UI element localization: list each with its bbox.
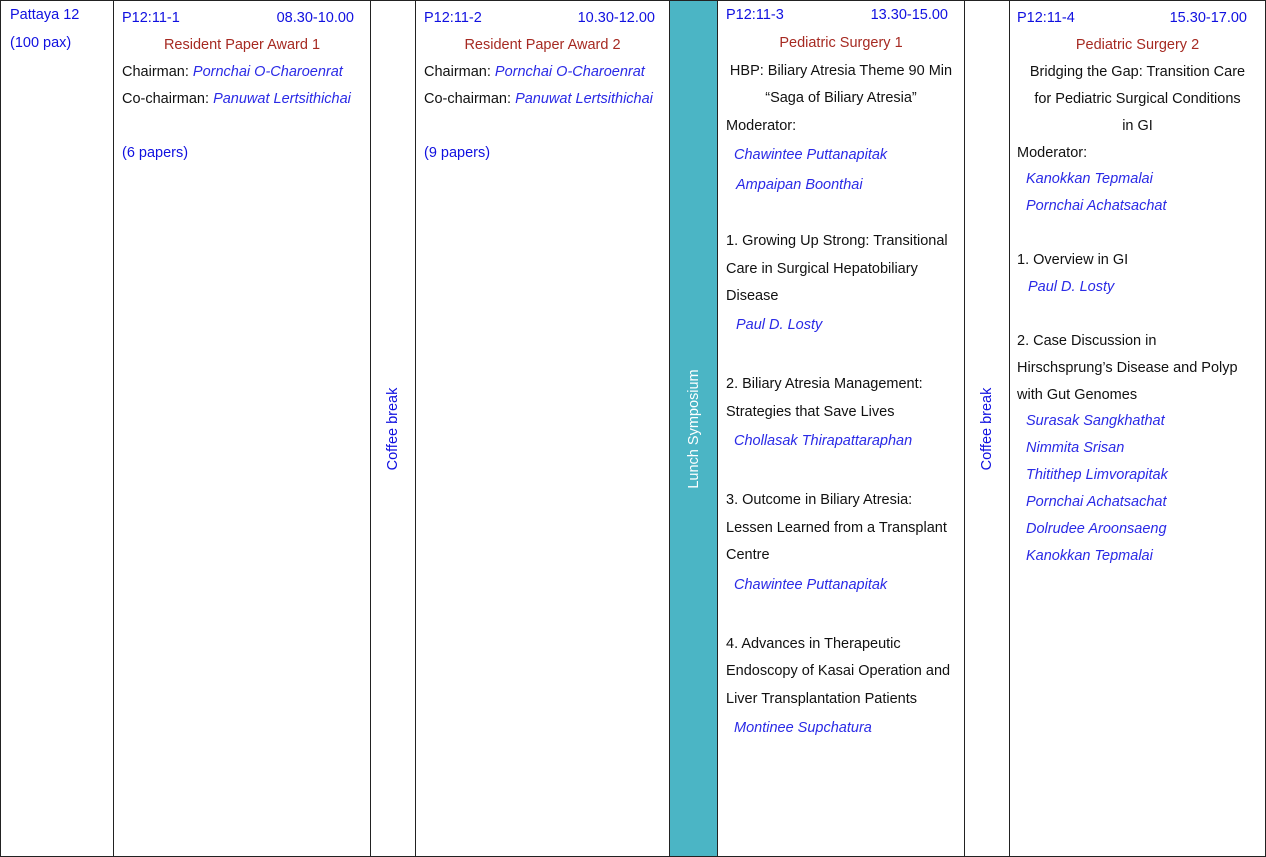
talk-1-title-line: Disease: [726, 288, 779, 304]
session-3-title: Pediatric Surgery 1: [779, 35, 903, 51]
talk-4-title-line: Liver Transplantation Patients: [726, 691, 918, 707]
session-1-code: P12:11-1: [122, 10, 180, 26]
coffee-break-1-cell: Coffee break: [370, 0, 415, 857]
talk-2-title-line: 2. Case Discussion in: [1017, 333, 1157, 349]
session-1-time: 08.30-10.00: [276, 10, 354, 26]
session-4-moderator: Pornchai Achatsachat: [1026, 198, 1167, 214]
session-4-moderator: Kanokkan Tepmalai: [1026, 171, 1153, 187]
session-4-theme-line-2: for Pediatric Surgical Conditions: [1034, 91, 1241, 107]
coffee-break-1-label: Coffee break: [385, 387, 401, 470]
room-name: Pattaya 12: [10, 7, 80, 23]
talk-4-title-line: 4. Advances in Therapeutic: [726, 636, 901, 652]
talk-1-speaker: Paul D. Losty: [1028, 279, 1115, 295]
lunch-symposium-cell: Lunch Symposium: [669, 0, 717, 857]
talk-1-title-line: 1. Overview in GI: [1017, 252, 1129, 268]
session-1-cell: P12:11-1 08.30-10.00 Resident Paper Awar…: [113, 0, 370, 857]
session-3-cell: P12:11-3 13.30-15.00 Pediatric Surgery 1…: [717, 0, 964, 857]
cochairman-label: Co-chairman:: [122, 91, 210, 107]
panelist: Thitithep Limvorapitak: [1026, 467, 1168, 483]
session-2-cell: P12:11-2 10.30-12.00 Resident Paper Awar…: [415, 0, 669, 857]
session-2-papers: (9 papers): [424, 145, 491, 161]
session-3-theme-line-1: HBP: Biliary Atresia Theme 90 Min: [729, 63, 953, 79]
talk-3-title-line: Lessen Learned from a Transplant: [726, 520, 947, 536]
session-2-code: P12:11-2: [424, 10, 482, 26]
cochairman-label: Co-chairman:: [424, 91, 512, 107]
room-capacity: (100 pax): [10, 35, 72, 51]
talk-2-title-line: Hirschsprung’s Disease and Polyp: [1017, 360, 1238, 376]
room-column: Pattaya 12 (100 pax): [0, 0, 113, 857]
coffee-break-2-label: Coffee break: [979, 387, 995, 470]
chairman-name: Pornchai O-Charoenrat: [494, 64, 645, 80]
talk-3-speaker: Chawintee Puttanapitak: [734, 577, 888, 593]
talk-2-title-line: 2. Biliary Atresia Management:: [726, 376, 923, 392]
session-3-code: P12:11-3: [726, 7, 784, 23]
session-4-time: 15.30-17.00: [1169, 10, 1247, 26]
session-4-theme-line-1: Bridging the Gap: Transition Care: [1029, 64, 1246, 80]
talk-1-title-line: 1. Growing Up Strong: Transitional: [726, 233, 948, 249]
talk-3-title-line: 3. Outcome in Biliary Atresia:: [726, 492, 913, 508]
panelist: Dolrudee Aroonsaeng: [1026, 521, 1167, 537]
session-3-moderator-label: Moderator:: [726, 118, 797, 134]
session-1-chairman: Chairman: Pornchai O-Charoenrat: [122, 64, 343, 80]
session-4-code: P12:11-4: [1017, 10, 1075, 26]
session-2-cochairman: Co-chairman: Panuwat Lertsithichai: [424, 91, 653, 107]
talk-4-title-line: Endoscopy of Kasai Operation and: [726, 663, 951, 679]
panelist: Pornchai Achatsachat: [1026, 494, 1167, 510]
session-4-theme-line-3: in GI: [1122, 118, 1153, 134]
session-3-theme-line-2: “Saga of Biliary Atresia”: [765, 90, 917, 106]
session-4-cell: P12:11-4 15.30-17.00 Pediatric Surgery 2…: [1009, 0, 1266, 857]
session-2-title: Resident Paper Award 2: [464, 37, 621, 53]
panelist: Surasak Sangkhathat: [1026, 413, 1165, 429]
talk-2-speaker: Chollasak Thirapattaraphan: [734, 433, 913, 449]
chairman-label: Chairman:: [424, 64, 491, 80]
chairman-label: Chairman:: [122, 64, 189, 80]
session-3-moderator: Chawintee Puttanapitak: [734, 147, 888, 163]
panelist: Kanokkan Tepmalai: [1026, 548, 1153, 564]
session-4-title: Pediatric Surgery 2: [1075, 37, 1200, 53]
panelist: Nimmita Srisan: [1026, 440, 1125, 456]
session-3-time: 13.30-15.00: [870, 7, 948, 23]
lunch-symposium-label: Lunch Symposium: [685, 368, 702, 489]
talk-2-title-line: with Gut Genomes: [1017, 387, 1138, 403]
session-3-moderator: Ampaipan Boonthai: [736, 177, 863, 193]
cochairman-name: Panuwat Lertsithichai: [515, 91, 653, 107]
talk-1-speaker: Paul D. Losty: [736, 317, 823, 333]
session-1-papers: (6 papers): [122, 145, 189, 161]
session-2-chairman: Chairman: Pornchai O-Charoenrat: [424, 64, 645, 80]
cochairman-name: Panuwat Lertsithichai: [213, 91, 351, 107]
session-4-moderator-label: Moderator:: [1017, 145, 1088, 161]
session-1-title: Resident Paper Award 1: [163, 37, 321, 53]
talk-4-speaker: Montinee Supchatura: [734, 720, 872, 736]
session-1-cochairman: Co-chairman: Panuwat Lertsithichai: [122, 91, 351, 107]
talk-2-title-line: Strategies that Save Lives: [726, 404, 895, 420]
chairman-name: Pornchai O-Charoenrat: [192, 64, 343, 80]
talk-3-title-line: Centre: [726, 547, 770, 563]
coffee-break-2-cell: Coffee break: [964, 0, 1009, 857]
session-2-time: 10.30-12.00: [577, 10, 655, 26]
talk-1-title-line: Care in Surgical Hepatobiliary: [726, 261, 918, 277]
